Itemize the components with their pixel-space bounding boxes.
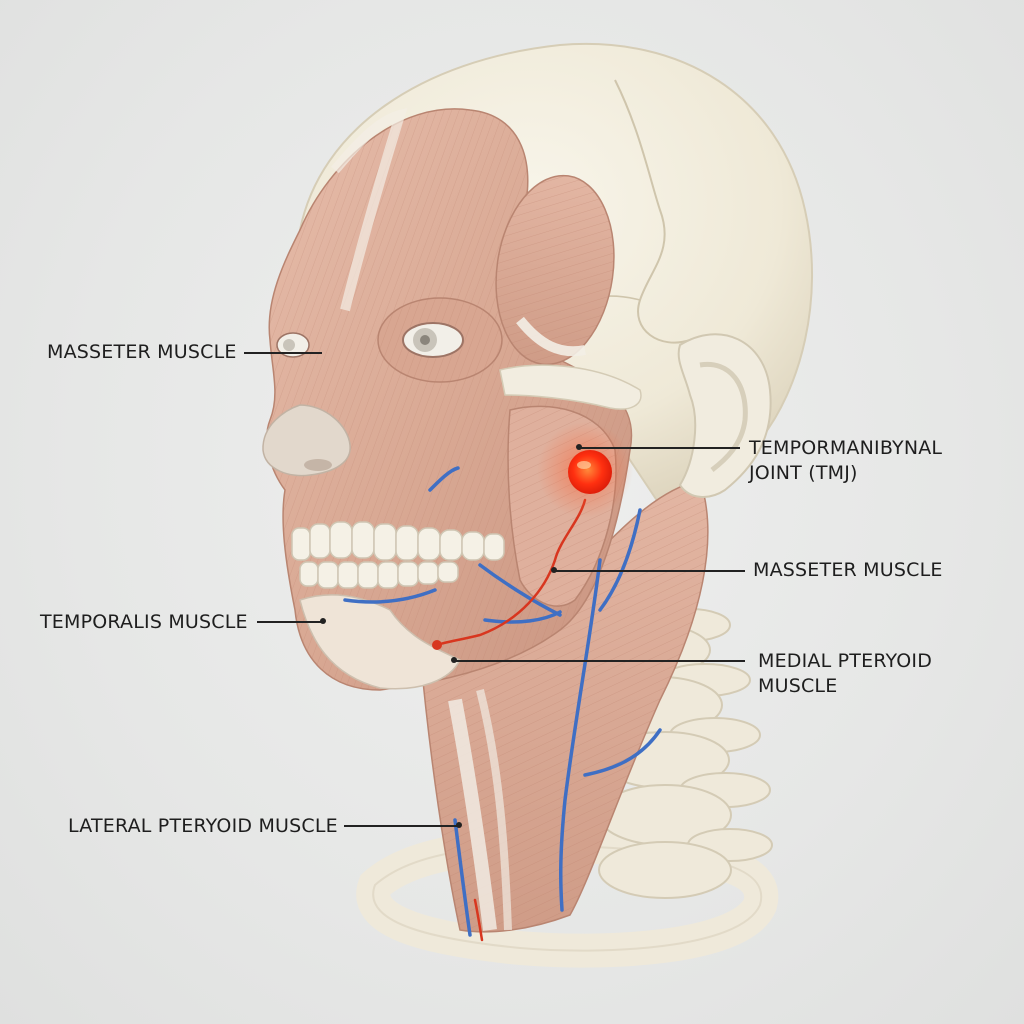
leader-line [244, 352, 322, 354]
leader-line [455, 660, 745, 662]
leader-dot [456, 822, 462, 828]
zygomatic-arch [499, 364, 642, 410]
label-medial-pteryoid-line2: MUSCLE [758, 675, 838, 697]
leader-dot [576, 444, 582, 450]
label-tmj-line1: TEMPORMANIBYNAL [749, 437, 943, 459]
teeth [291, 521, 505, 589]
label-lateral-pteryoid: LATERAL PTERYOID MUSCLE [68, 815, 338, 837]
eye-right [402, 322, 464, 358]
tmj-joint-highlight [568, 450, 612, 494]
leader-dot [551, 567, 557, 573]
artery [435, 498, 587, 942]
nose [262, 404, 351, 477]
leader-line [580, 447, 740, 449]
label-temporalis: TEMPORALIS MUSCLE [40, 611, 248, 633]
eye-left [276, 332, 310, 358]
label-masseter-right: MASSETER MUSCLE [753, 559, 943, 581]
label-medial-pteryoid-line1: MEDIAL PTERYOID [758, 650, 933, 672]
leader-dot [451, 657, 457, 663]
artery-branch-dot [432, 640, 442, 650]
cranial-suture [614, 79, 691, 344]
label-masseter-left-top: MASSETER MUSCLE [47, 341, 237, 363]
leader-line [344, 825, 458, 827]
leader-line [257, 621, 323, 623]
ear [677, 333, 772, 498]
leader-dot [320, 618, 326, 624]
label-tmj-line2: JOINT (TMJ) [749, 462, 858, 484]
leader-line [555, 570, 745, 572]
